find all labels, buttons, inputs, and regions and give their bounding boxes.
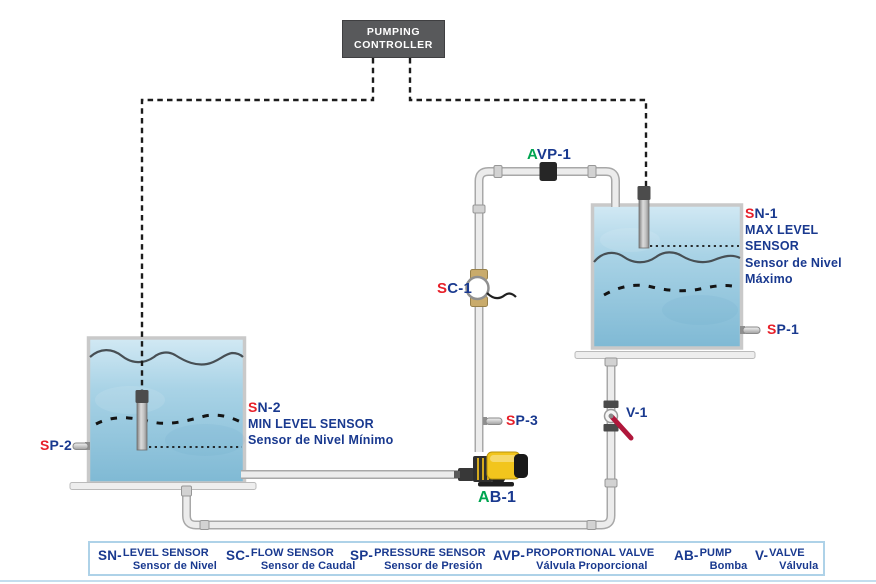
pipe-joint bbox=[604, 357, 618, 367]
water-surface-line bbox=[593, 251, 741, 264]
tank-base-right bbox=[574, 351, 756, 359]
label-v1: V-1 bbox=[626, 404, 648, 420]
sensor-cable bbox=[486, 292, 517, 300]
valve-v1 bbox=[603, 400, 634, 441]
pipe-joint bbox=[586, 520, 597, 530]
bottom-divider bbox=[0, 580, 876, 582]
right-tank bbox=[574, 203, 756, 359]
label-sc1: SC-1 bbox=[437, 280, 472, 297]
pipe-joint bbox=[587, 165, 597, 178]
controller-label-line1: PUMPING bbox=[366, 26, 421, 38]
pump-ab1 bbox=[454, 451, 528, 487]
tank-base-left bbox=[69, 482, 257, 490]
pressure-sensor-sp3-body bbox=[483, 417, 503, 425]
level-sensor-rod-left bbox=[135, 390, 149, 451]
control-line-right bbox=[408, 58, 648, 190]
pipe-joint bbox=[472, 204, 486, 214]
level-sensor-rod-right bbox=[637, 186, 651, 249]
pipes bbox=[181, 165, 620, 530]
pumping-controller-box: PUMPING CONTROLLER bbox=[342, 20, 445, 58]
pipe-joint bbox=[493, 165, 503, 178]
label-sp3: SP-3 bbox=[506, 412, 538, 428]
pressure-sensor-sp2-body bbox=[72, 442, 90, 450]
label-sp2: SP-2 bbox=[40, 437, 72, 453]
pipe-joint bbox=[181, 485, 192, 497]
water-surface-line bbox=[89, 349, 244, 366]
proportional-valve-avp1 bbox=[539, 162, 557, 181]
label-sn2: SN-2 MIN LEVEL SENSOR Sensor de Nivel Mí… bbox=[248, 399, 394, 447]
pipe-joint bbox=[199, 520, 210, 530]
pipe-joint bbox=[604, 478, 618, 488]
control-line-left bbox=[140, 58, 375, 392]
valve-handle bbox=[609, 414, 634, 441]
label-ab1: AB-1 bbox=[478, 489, 517, 506]
flow-sensor-sc1 bbox=[465, 269, 517, 307]
label-sn1: SN-1 MAX LEVEL SENSOR Sensor de Nivel Má… bbox=[745, 205, 842, 286]
controller-label-line2: CONTROLLER bbox=[354, 39, 433, 51]
label-sp1: SP-1 bbox=[767, 321, 799, 337]
label-avp1: AVP-1 bbox=[527, 146, 572, 163]
left-tank bbox=[69, 336, 257, 490]
pressure-sensor-sp1-body bbox=[740, 326, 761, 334]
